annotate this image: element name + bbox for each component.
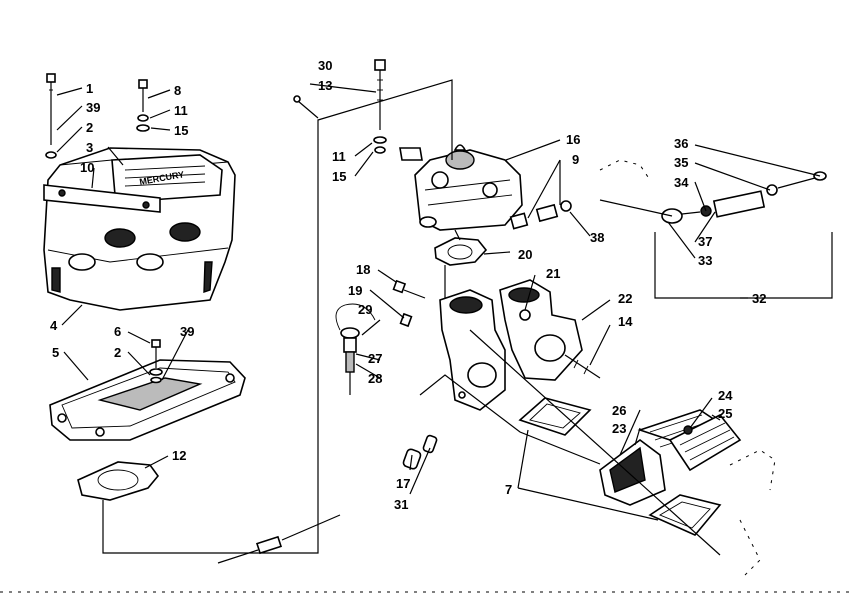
bolt-1 [45, 73, 57, 159]
bolt-8 [136, 79, 150, 132]
callout-14: 14 [618, 314, 633, 329]
callout-16: 16 [566, 132, 580, 147]
callout-36: 36 [674, 136, 688, 151]
callout-15: 15 [174, 123, 188, 138]
engine-outline [0, 159, 850, 593]
callout-2: 2 [86, 120, 93, 135]
cable-end [217, 514, 341, 564]
callout-10: 10 [80, 160, 94, 175]
leader-lines [56, 79, 833, 556]
callout-39: 39 [86, 100, 100, 115]
gasket-7-lower [648, 494, 722, 536]
intake-manifold-right [499, 279, 583, 381]
callout-22: 22 [618, 291, 632, 306]
callout-31: 31 [394, 497, 408, 512]
callout-labels: 1 39 2 3 10 8 11 15 4 6 39 2 5 12 30 13 … [50, 58, 766, 512]
carburetor [399, 144, 523, 231]
callout-7: 7 [505, 482, 512, 497]
callout-24: 24 [718, 388, 733, 403]
callout-6: 6 [114, 324, 121, 339]
linkage-assembly [661, 171, 827, 224]
silencer-base-pan [49, 359, 246, 441]
gasket-12 [77, 461, 160, 501]
callout-33: 33 [698, 253, 712, 268]
callout-30: 30 [318, 58, 332, 73]
callout-34: 34 [674, 175, 689, 190]
stud-14 [564, 354, 601, 379]
callout-4: 4 [50, 318, 58, 333]
callout-26: 26 [612, 403, 626, 418]
primer-fitting [335, 303, 376, 395]
gasket-7-upper [518, 397, 592, 436]
fitting-9 [509, 200, 572, 230]
callout-8: 8 [174, 83, 181, 98]
callout-13: 13 [318, 78, 332, 93]
callout-11-center: 11 [332, 149, 346, 164]
callout-35: 35 [674, 155, 688, 170]
callout-3: 3 [86, 140, 93, 155]
callout-15-center: 15 [332, 169, 346, 184]
callout-21: 21 [546, 266, 560, 281]
callout-12: 12 [172, 448, 186, 463]
callout-1: 1 [86, 81, 93, 96]
callout-37: 37 [698, 234, 712, 249]
callout-18: 18 [356, 262, 370, 277]
callout-5: 5 [52, 345, 59, 360]
callout-38: 38 [590, 230, 604, 245]
callout-9: 9 [572, 152, 579, 167]
callout-28: 28 [368, 371, 382, 386]
pin-30 [293, 95, 301, 103]
callout-19: 19 [348, 283, 362, 298]
callout-32: 32 [752, 291, 766, 306]
bolt-6 [149, 339, 163, 384]
reed-petals-25 [668, 413, 742, 472]
callout-39-lower: 39 [180, 324, 194, 339]
callout-11: 11 [174, 103, 188, 118]
callout-29: 29 [358, 302, 372, 317]
callout-27: 27 [368, 351, 382, 366]
callout-2-lower: 2 [114, 345, 121, 360]
callout-17: 17 [396, 476, 410, 491]
intake-manifold-left [439, 289, 506, 411]
silencer-top-cover: MERCURY [43, 147, 236, 311]
stud-13 [373, 59, 387, 154]
gasket-20 [434, 237, 488, 266]
plug-31 [422, 434, 438, 454]
callout-20: 20 [518, 247, 532, 262]
bolt-18 [392, 279, 426, 299]
callout-23: 23 [612, 421, 626, 436]
callout-25: 25 [718, 406, 732, 421]
